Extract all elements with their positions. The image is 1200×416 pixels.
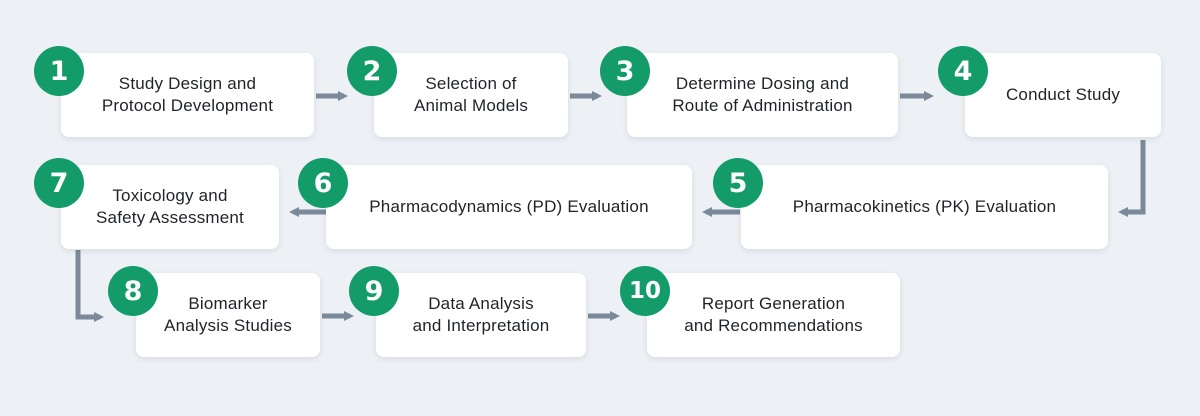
step-label-3: Determine Dosing and Route of Administra… <box>672 74 853 115</box>
step-label-6: Pharmacodynamics (PD) Evaluation <box>369 197 649 216</box>
step-number-badge-2: 2 <box>347 46 397 96</box>
step-label-7: Toxicology and Safety Assessment <box>96 186 244 227</box>
step-box-3: Determine Dosing and Route of Administra… <box>627 53 898 137</box>
step-box-6: Pharmacodynamics (PD) Evaluation <box>326 165 692 249</box>
step-number-badge-10: 10 <box>620 266 670 316</box>
step-box-8: Biomarker Analysis Studies <box>136 273 320 357</box>
step-number-badge-8: 8 <box>108 266 158 316</box>
step-number-badge-3: 3 <box>600 46 650 96</box>
step-number-badge-1: 1 <box>34 46 84 96</box>
step-box-5: Pharmacokinetics (PK) Evaluation <box>741 165 1108 249</box>
step-label-5: Pharmacokinetics (PK) Evaluation <box>792 197 1057 216</box>
step-number-badge-6: 6 <box>298 158 348 208</box>
arrow-7-to-8 <box>75 250 104 322</box>
step-number-badge-4: 4 <box>938 46 988 96</box>
step-number-badge-7: 7 <box>34 158 84 208</box>
step-box-7: Toxicology and Safety Assessment <box>61 165 279 249</box>
arrow-4-to-5 <box>1118 140 1146 217</box>
step-label-9: Data Analysis and Interpretation <box>412 294 550 335</box>
step-number-badge-5: 5 <box>713 158 763 208</box>
step-box-1: Study Design and Protocol Development <box>61 53 314 137</box>
step-number-badge-9: 9 <box>349 266 399 316</box>
step-box-9: Data Analysis and Interpretation <box>376 273 586 357</box>
step-box-10: Report Generation and Recommendations <box>647 273 900 357</box>
step-label-8: Biomarker Analysis Studies <box>164 294 292 335</box>
step-box-2: Selection of Animal Models <box>374 53 568 137</box>
step-box-4: Conduct Study <box>965 53 1161 137</box>
step-label-4: Conduct Study <box>1005 85 1121 104</box>
step-label-10: Report Generation and Recommendations <box>684 294 863 335</box>
step-label-2: Selection of Animal Models <box>413 74 529 115</box>
step-label-1: Study Design and Protocol Development <box>101 74 274 115</box>
